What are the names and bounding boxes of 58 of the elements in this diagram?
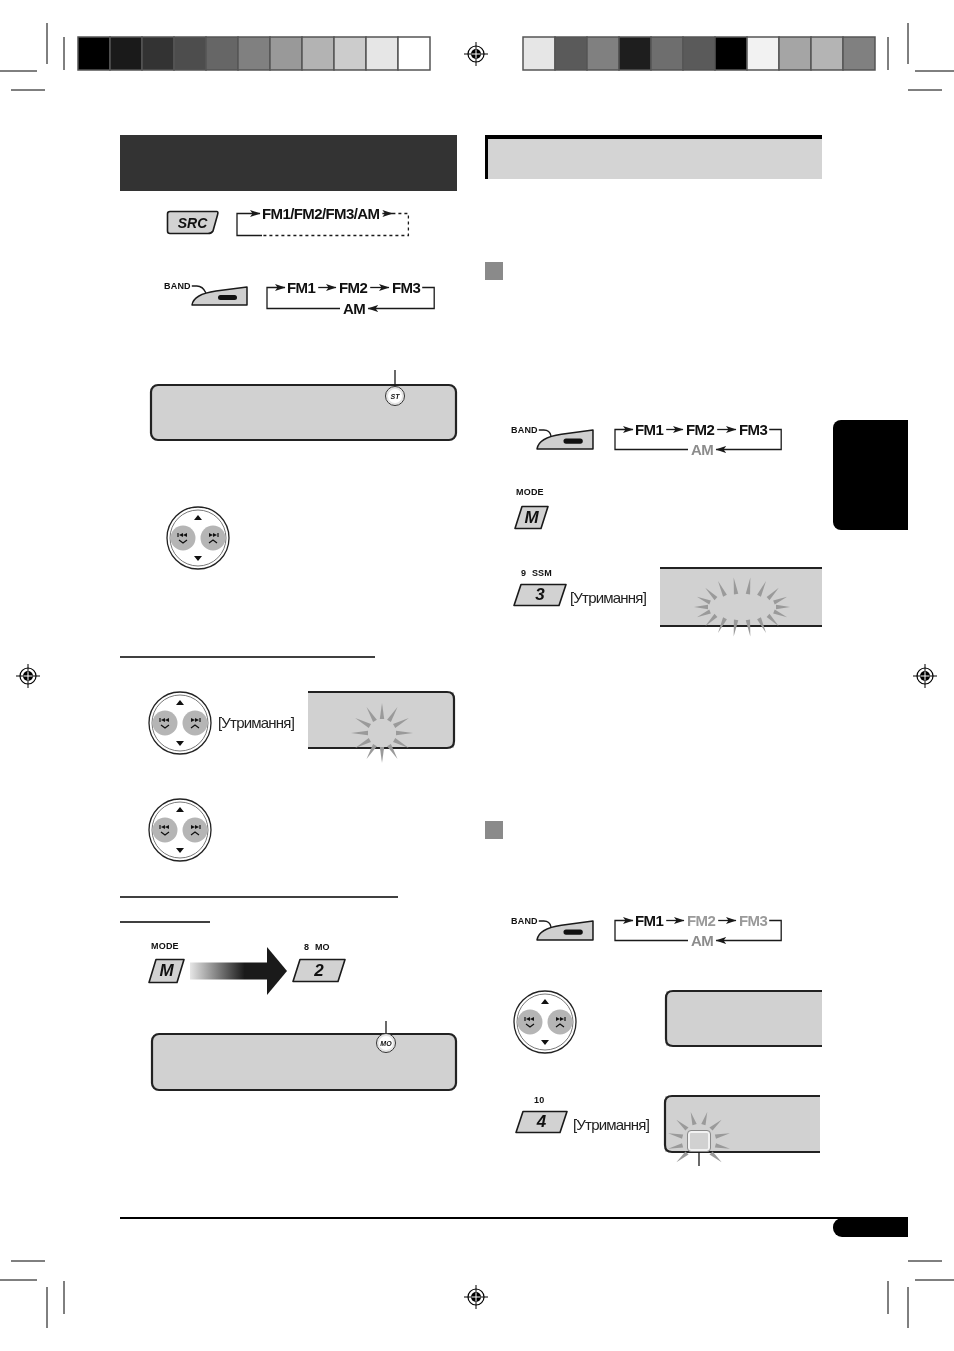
function-label: 10 [534,1095,545,1105]
leader-line [698,1151,700,1167]
preset-button: 3 [512,583,568,607]
leader-line [394,369,396,387]
arrow [715,428,782,453]
heading-bar [120,135,457,191]
arrow [665,426,684,433]
band-name: AM [691,932,714,949]
arrow [614,917,689,942]
mode-button: M [513,505,550,530]
band-key-icon [535,919,594,941]
band-name: AM [691,441,714,458]
band-name: FM2 [687,912,716,929]
callout-text: BAND [164,281,191,291]
arrow [716,426,737,433]
hold-note: [Утримання] [573,1116,649,1134]
function-label: MODE [516,487,544,497]
function-label: MODE [151,941,179,951]
hold-note: [Утримання] [218,714,294,732]
band-name: FM1 [635,421,664,438]
page-number-tab [833,1218,908,1237]
band-key-icon [190,285,248,306]
arrow [715,919,782,944]
band-name: FM3 [739,912,768,929]
preset-button: 4 [514,1110,569,1134]
arrow [614,426,689,451]
band-name: FM2 [686,421,715,438]
indicator-frame-icon [687,1130,711,1152]
band-name: FM1 [287,279,316,296]
leader-line [191,285,207,294]
callout-text: BAND [511,425,538,435]
function-label: 8 MO [304,942,330,952]
block-arrow [190,947,287,995]
mode-button: M [147,958,186,984]
heading-bar [485,135,822,179]
source-button: SRC [166,210,219,235]
leader-line [538,920,552,928]
band-name: FM3 [392,279,421,296]
preset-button: 2 [291,958,347,983]
leader-line [385,1020,387,1034]
arrow [717,917,737,924]
band-name: FM2 [339,279,368,296]
arrow [369,284,390,291]
band-key-icon [535,428,594,450]
band-sequence-text: FM1/FM2/FM3/AM [262,205,380,222]
band-name: FM1 [635,912,664,929]
side-tab [833,420,908,530]
arrow [665,917,685,924]
callout-text: BAND [511,916,538,926]
band-name: FM3 [739,421,768,438]
function-label: 9 SSM [521,568,552,578]
arrow [367,286,435,312]
band-name: AM [343,300,366,317]
loop-arrow [236,210,410,237]
leader-line [538,429,552,437]
arrow [266,284,341,310]
hold-note: [Утримання] [570,589,646,607]
arrow [317,284,337,291]
